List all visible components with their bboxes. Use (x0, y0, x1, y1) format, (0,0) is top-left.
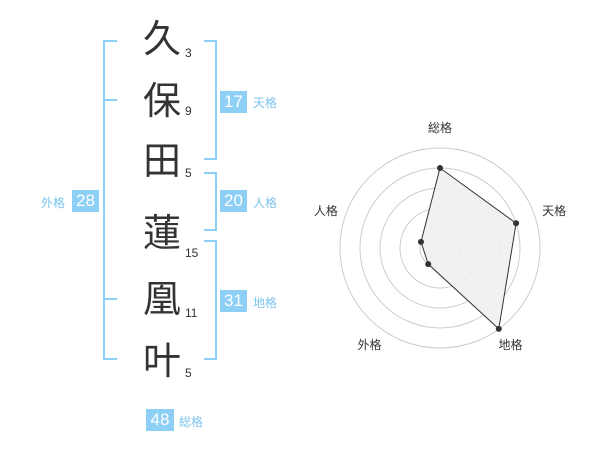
gaikaku-badge: 28 (72, 190, 99, 212)
chikaku-badge: 31 (220, 290, 247, 312)
tenkaku-badge: 17 (220, 91, 247, 113)
name-char-4: 蓮 (142, 211, 181, 255)
radar-axis-label-5: 人格 (313, 203, 338, 218)
name-char-3: 田 (142, 139, 181, 183)
radar-point-1 (437, 165, 443, 171)
radar-axis-label-2: 天格 (542, 203, 567, 218)
radar-point-5 (417, 238, 424, 245)
radar-point-4 (425, 261, 432, 268)
stroke-count-1: 3 (185, 46, 192, 60)
radar-point-3 (495, 325, 502, 332)
name-char-5: 凰 (142, 277, 181, 321)
stroke-count-3: 5 (185, 166, 192, 180)
stroke-count-5: 11 (185, 306, 198, 320)
radar-ring-5 (339, 147, 541, 349)
radar-axis-label-4: 外格 (357, 338, 382, 353)
radar-point-2 (513, 220, 520, 227)
stroke-count-4: 15 (185, 246, 199, 260)
soukaku-label: 総格 (179, 415, 204, 429)
name-char-2: 保 (142, 79, 181, 123)
radar-axis-label-1: 総格 (428, 121, 453, 135)
radar-series-polygon (420, 167, 517, 330)
gaikaku-label: 外格 (41, 196, 66, 210)
radar-axis-label-3: 地格 (498, 338, 523, 353)
chikaku-label: 地格 (253, 296, 278, 310)
stroke-count-2: 9 (185, 104, 192, 118)
name-char-6: 叶 (142, 339, 181, 383)
jinkaku-badge: 20 (220, 190, 247, 212)
jinkaku-label: 人格 (253, 196, 278, 210)
stroke-count-6: 5 (185, 366, 192, 380)
soukaku-badge: 48 (146, 409, 174, 431)
tenkaku-label: 天格 (253, 96, 278, 110)
name-char-1: 久 (142, 17, 181, 61)
